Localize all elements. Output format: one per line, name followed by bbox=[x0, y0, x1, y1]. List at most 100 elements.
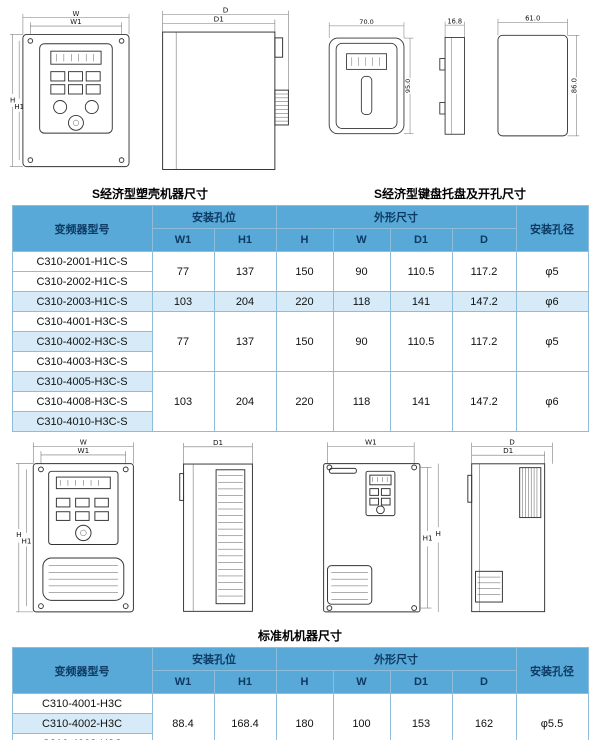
keypad-bump bbox=[180, 474, 184, 501]
value-cell: 162 bbox=[452, 694, 516, 740]
header-model: 变频器型号 bbox=[12, 206, 152, 252]
value-cell: 141 bbox=[390, 372, 452, 432]
value-cell: 137 bbox=[214, 252, 276, 292]
model-cell: C310-4002-H3C-S bbox=[12, 332, 152, 352]
dim-h1: H1 bbox=[420, 467, 433, 608]
drawing-standard-front-view: W W1 H H1 bbox=[14, 436, 144, 626]
value-cell: 180 bbox=[276, 694, 333, 740]
column-header-w1: W1 bbox=[152, 229, 214, 252]
model-cell: C310-4003-H3C bbox=[12, 734, 152, 740]
standard-dimension-table: 变频器型号 安装孔位 外形尺寸 安装孔径 W1 H1 H W D1 D C310… bbox=[12, 647, 589, 740]
dim-label-d: D bbox=[223, 6, 229, 15]
caption-keypad-tray: S经济型键盘托盘及开孔尺寸 bbox=[300, 185, 600, 202]
dim-label-w: W bbox=[80, 437, 87, 446]
side-body bbox=[163, 32, 275, 169]
dim-tray-width: 70.0 bbox=[329, 18, 404, 38]
value-cell: 103 bbox=[152, 372, 214, 432]
dim-w1: W1 bbox=[327, 437, 414, 463]
hole-diameter-cell: φ5 bbox=[516, 252, 588, 292]
hole-diameter-cell: φ5.5 bbox=[516, 694, 588, 740]
column-header-w: W bbox=[333, 671, 390, 694]
dim-label-d1: D1 bbox=[213, 438, 223, 447]
model-cell: C310-4002-H3C bbox=[12, 714, 152, 734]
header-outline-dims: 外形尺寸 bbox=[276, 648, 516, 671]
value-cell: 90 bbox=[333, 252, 390, 292]
profile-body bbox=[445, 37, 464, 134]
hole-diameter-cell: φ5 bbox=[516, 312, 588, 372]
value-cell: 100 bbox=[333, 694, 390, 740]
side-body bbox=[472, 464, 545, 612]
header-hole-diameter: 安装孔径 bbox=[516, 648, 588, 694]
clip-tab-bottom bbox=[440, 103, 445, 114]
dim-cutout-width: 61.0 bbox=[498, 15, 567, 36]
hole-diameter-cell: φ6 bbox=[516, 292, 588, 312]
value-cell: 204 bbox=[214, 372, 276, 432]
dim-label-h1: H1 bbox=[423, 534, 433, 543]
cutout-rect bbox=[498, 35, 567, 136]
header-model: 变频器型号 bbox=[12, 648, 152, 694]
column-header-w1: W1 bbox=[152, 671, 214, 694]
dim-h: H bbox=[10, 34, 23, 166]
top-captions: S经济型塑壳机器尺寸 S经济型键盘托盘及开孔尺寸 bbox=[0, 185, 600, 202]
dim-label-tray-height: 95.0 bbox=[404, 79, 412, 94]
dim-label-d1: D1 bbox=[214, 14, 224, 23]
dim-label-d: D bbox=[509, 438, 515, 447]
drawing-s-type-front-view: W W1 H H1 bbox=[8, 4, 143, 184]
column-header-h1: H1 bbox=[214, 229, 276, 252]
table-row: C310-4005-H3C-S 103 204 220 118 141 147.… bbox=[12, 372, 588, 392]
header-hole-diameter: 安装孔径 bbox=[516, 206, 588, 252]
value-cell: 118 bbox=[333, 292, 390, 312]
dim-label-tray-width: 70.0 bbox=[359, 18, 374, 26]
dim-tray-height: 95.0 bbox=[404, 38, 414, 134]
dim-d1: D1 bbox=[163, 14, 275, 32]
model-cell: C310-2003-H1C-S bbox=[12, 292, 152, 312]
value-cell: 137 bbox=[214, 312, 276, 372]
clip-tab-top bbox=[440, 59, 445, 70]
drawing-keypad-tray-profile: 16.8 bbox=[431, 8, 475, 176]
value-cell: 77 bbox=[152, 252, 214, 292]
value-cell: 77 bbox=[152, 312, 214, 372]
table-row: C310-2003-H1C-S 103 204 220 118 141 147.… bbox=[12, 292, 588, 312]
keypad-bump bbox=[468, 475, 472, 502]
top-terminal-bump bbox=[275, 38, 283, 57]
value-cell: 147.2 bbox=[452, 372, 516, 432]
dim-label-w1: W1 bbox=[70, 18, 81, 26]
drawing-panel-cutout: 61.0 86.0 bbox=[487, 8, 583, 176]
dim-label-w1: W1 bbox=[365, 437, 377, 446]
header-mounting-holes: 安装孔位 bbox=[152, 648, 276, 671]
s-type-dimension-table: 变频器型号 安装孔位 外形尺寸 安装孔径 W1 H1 H W D1 D C310… bbox=[12, 205, 589, 432]
dim-label-h1: H1 bbox=[22, 537, 32, 546]
value-cell: 150 bbox=[276, 252, 333, 292]
drawing-standard-side-view: D1 bbox=[174, 436, 262, 626]
value-cell: 147.2 bbox=[452, 292, 516, 312]
drawing-s-type-side-view: D D1 bbox=[151, 4, 301, 184]
column-header-h: H bbox=[276, 671, 333, 694]
table-row: C310-4001-H3C 88.4 168.4 180 100 153 162… bbox=[12, 694, 588, 714]
value-cell: 117.2 bbox=[452, 252, 516, 292]
model-cell: C310-4001-H3C-S bbox=[12, 312, 152, 332]
dim-d1: D1 bbox=[184, 438, 253, 464]
tray-outer bbox=[329, 38, 404, 134]
caption-standard: 标准机机器尺寸 bbox=[0, 627, 600, 644]
column-header-d1: D1 bbox=[390, 671, 452, 694]
drawing-large-standard-front-view: W1 H1 H bbox=[314, 436, 444, 626]
inverter-body bbox=[23, 34, 129, 166]
value-cell: 117.2 bbox=[452, 312, 516, 372]
dim-label-d1: D1 bbox=[503, 446, 513, 455]
model-cell: C310-4003-H3C-S bbox=[12, 352, 152, 372]
model-cell: C310-2001-H1C-S bbox=[12, 252, 152, 272]
standard-drawings-row: W W1 H H1 bbox=[0, 436, 600, 626]
fin-lines bbox=[275, 94, 289, 121]
caption-s-type: S经济型塑壳机器尺寸 bbox=[0, 185, 300, 202]
column-header-h: H bbox=[276, 229, 333, 252]
dim-label-cutout-height: 86.0 bbox=[571, 78, 579, 93]
model-cell: C310-2002-H1C-S bbox=[12, 272, 152, 292]
column-header-d: D bbox=[452, 229, 516, 252]
value-cell: 110.5 bbox=[390, 252, 452, 292]
dim-d1: D1 bbox=[472, 446, 545, 464]
value-cell: 90 bbox=[333, 312, 390, 372]
value-cell: 204 bbox=[214, 292, 276, 312]
table-row: C310-2001-H1C-S 77 137 150 90 110.5 117.… bbox=[12, 252, 588, 272]
heatsink-fins bbox=[275, 90, 289, 125]
